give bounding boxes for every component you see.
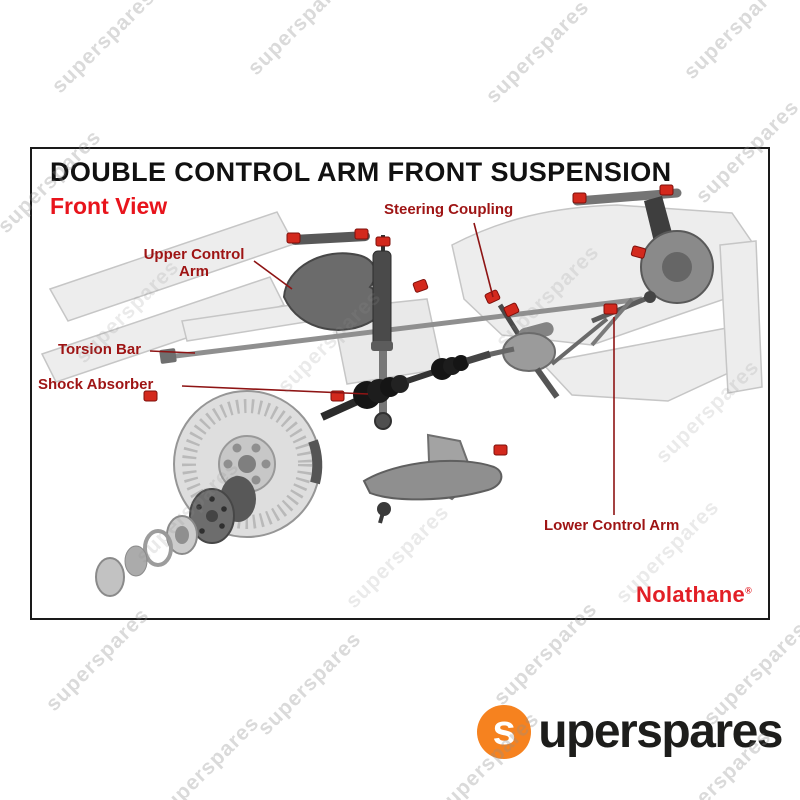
superspares-logo-initial: s — [492, 705, 516, 753]
watermark-text: superspares — [253, 627, 366, 740]
label-torsion-bar: Torsion Bar — [58, 341, 142, 358]
label-shock-absorber: Shock Absorber — [38, 376, 154, 393]
superspares-logo-text: uperspares — [538, 705, 783, 758]
diagram-panel: DOUBLE CONTROL ARM FRONT SUSPENSION Fron… — [30, 147, 770, 620]
upper-control-arm-part — [282, 231, 383, 331]
steering-gear-part — [486, 303, 609, 399]
label-upper-control-arm: Upper Control Arm — [143, 246, 245, 280]
superspares-logo: s uperspares — [477, 704, 783, 759]
watermark-text: superspares — [243, 0, 356, 80]
diagram-panel-inner: DOUBLE CONTROL ARM FRONT SUSPENSION Fron… — [32, 149, 768, 618]
registered-mark: ® — [745, 585, 752, 596]
bushings-red — [143, 184, 674, 456]
diagram-subtitle: Front View — [50, 193, 168, 219]
watermark-text: superspares — [47, 0, 160, 98]
superspares-logo-icon: s — [477, 704, 532, 759]
hub-exploded-parts — [95, 476, 256, 597]
label-steering-coupling: Steering Coupling — [384, 201, 514, 218]
lower-control-arm-part — [362, 433, 503, 524]
nolathane-brand: Nolathane® — [636, 582, 752, 608]
diagram-title: DOUBLE CONTROL ARM FRONT SUSPENSION — [50, 157, 672, 187]
right-knuckle-part — [572, 188, 714, 347]
drive-axle-part — [320, 350, 492, 421]
watermark-text: superspares — [679, 0, 792, 84]
nolathane-brand-text: Nolathane — [636, 582, 746, 607]
callout-lines — [149, 222, 615, 515]
suspension-illustration — [40, 184, 763, 597]
watermark-text: superspares — [481, 0, 594, 108]
watermark-text: superspares — [41, 603, 154, 716]
watermark-text: superspares — [151, 711, 264, 800]
label-lower-control-arm: Lower Control Arm — [544, 517, 680, 534]
